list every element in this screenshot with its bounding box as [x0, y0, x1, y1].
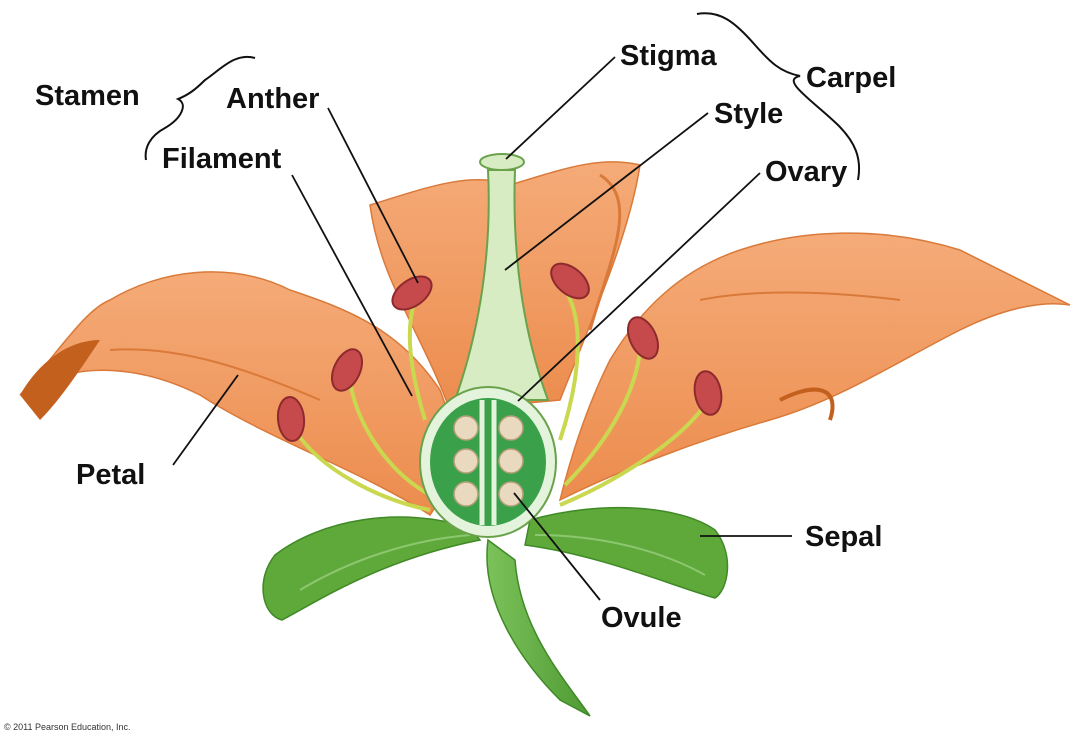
petal-left	[19, 271, 454, 517]
ovule	[498, 448, 524, 474]
leader-anther	[327, 107, 419, 284]
leader-filament	[291, 174, 413, 397]
leader-lines	[172, 56, 792, 601]
filaments	[293, 288, 707, 512]
style	[453, 169, 550, 401]
anther	[550, 262, 590, 300]
stamen-brace	[144, 55, 256, 161]
ovary-chamber	[430, 398, 546, 526]
label-ovule: Ovule	[601, 602, 682, 634]
anthers	[276, 262, 723, 442]
ovule	[453, 448, 479, 474]
label-filament: Filament	[162, 143, 282, 175]
leader-petal	[172, 374, 239, 466]
ovule	[453, 481, 479, 507]
ovules	[453, 415, 524, 507]
leader-stigma	[505, 56, 616, 160]
stigma	[479, 153, 525, 171]
copyright-notice: © 2011 Pearson Education, Inc.	[4, 722, 131, 732]
sepal-left	[262, 516, 482, 621]
leader-ovule	[513, 492, 601, 601]
label-carpel: Carpel	[806, 62, 897, 94]
label-stigma: Stigma	[620, 40, 717, 72]
leader-style	[504, 112, 709, 271]
sepal-right	[524, 506, 729, 599]
stem	[486, 538, 591, 717]
ovule	[498, 481, 524, 507]
petal-right	[558, 232, 1071, 502]
label-ovary: Ovary	[765, 156, 848, 188]
ovule	[498, 415, 524, 441]
label-sepal: Sepal	[805, 521, 883, 553]
ovule	[453, 415, 479, 441]
anther	[391, 275, 433, 311]
anther	[330, 348, 364, 392]
label-anther: Anther	[226, 83, 320, 115]
carpel-brace	[696, 12, 860, 181]
label-style: Style	[714, 98, 784, 130]
label-petal: Petal	[76, 459, 146, 491]
anther	[626, 316, 660, 360]
anther	[276, 396, 306, 442]
label-stamen: Stamen	[35, 80, 140, 112]
leader-ovary	[517, 172, 761, 402]
anther	[693, 370, 723, 416]
